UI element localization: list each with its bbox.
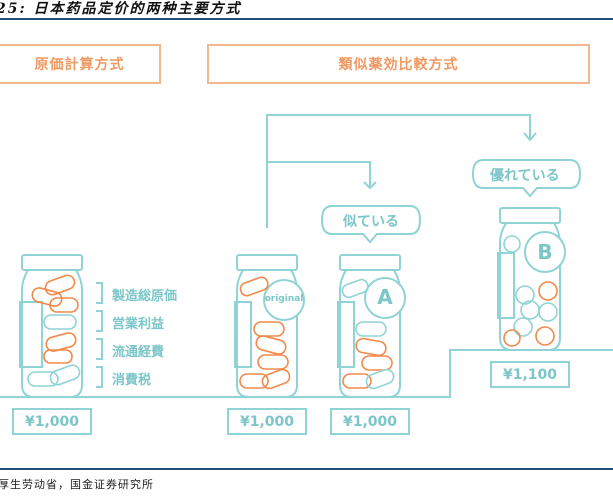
connector-to-a: [267, 161, 371, 188]
price-a-jar: ¥1,000: [330, 408, 410, 435]
pills-b: [503, 235, 558, 347]
price-cost-jar: ¥1,000: [12, 408, 92, 435]
jar-cost: [19, 254, 83, 398]
bubble-similar-text: 似ている: [343, 214, 399, 230]
label-distribution-cost: 流通経費: [112, 345, 165, 360]
header-cost-method: 原価計算方式: [0, 44, 161, 84]
capsules-cost: [27, 274, 81, 387]
arrow-b-icon: [523, 132, 537, 142]
arrow-a-icon: [363, 181, 377, 190]
jar-original: [234, 254, 305, 398]
capsules-original: [239, 276, 291, 390]
figure-title: 25: 日本药品定价的两种主要方式: [0, 1, 242, 17]
label-manufacturing-cost: 製造総原価: [112, 289, 178, 304]
header-comparison-method: 類似薬効比較方式: [207, 44, 590, 84]
top-rule: [0, 18, 613, 20]
bubble-superior: [471, 159, 582, 198]
source-note: 厚生劳动省，国金证券研究所: [0, 478, 154, 491]
label-consumption-tax: 消費税: [112, 373, 152, 388]
bubble-similar: [320, 205, 422, 244]
badge-b: B: [537, 240, 553, 264]
jar-a: [337, 254, 406, 398]
bottom-rule: [0, 468, 613, 470]
connector-to-b: [266, 114, 531, 228]
bubble-superior-text: 優れている: [490, 168, 560, 184]
capsules-a: [341, 278, 395, 390]
jar-b: [497, 207, 566, 351]
label-operating-profit: 営業利益: [112, 317, 165, 332]
badge-original: original: [264, 294, 304, 304]
badge-a: A: [377, 285, 393, 309]
price-original-jar: ¥1,000: [227, 408, 307, 435]
price-b-jar: ¥1,100: [490, 361, 570, 388]
